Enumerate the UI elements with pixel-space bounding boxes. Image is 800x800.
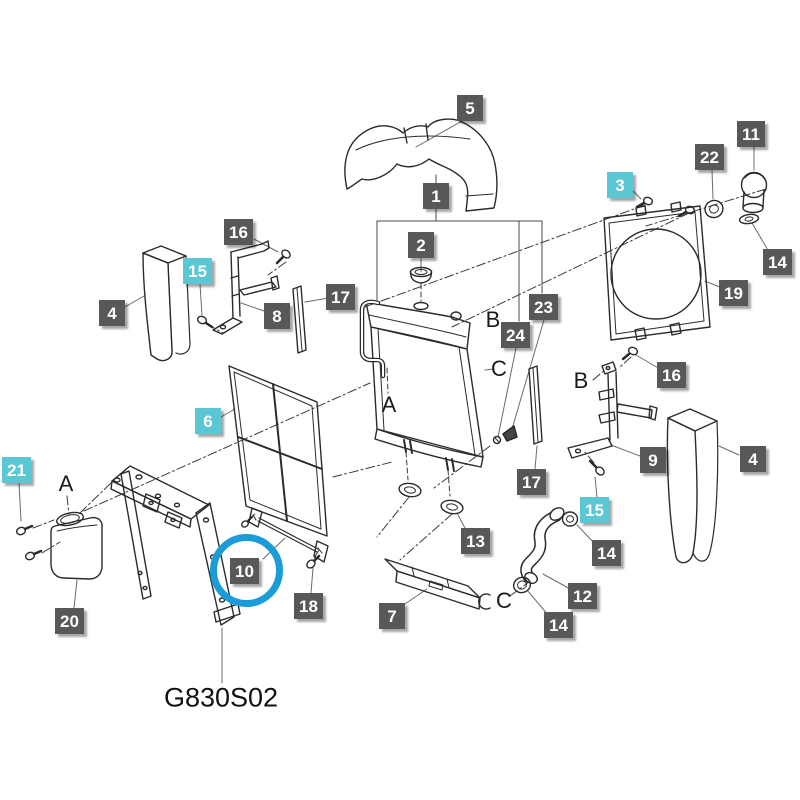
part-callout-5[interactable]: 5 [457, 95, 483, 121]
lower-support-channel-drawing [384, 558, 481, 610]
fasteners-drawing [15, 196, 696, 569]
drawing-code: G830S02 [163, 682, 279, 713]
mount-grommets-drawing [398, 482, 464, 515]
foam-pad-right-drawing [666, 408, 719, 564]
part-callout-7[interactable]: 7 [379, 603, 405, 629]
radiator-drawing [359, 299, 484, 472]
leader-lines [18, 120, 770, 684]
upper-bracket-right-drawing [567, 361, 658, 459]
part-callout-3-highlighted[interactable]: 3 [607, 172, 633, 198]
ref-letter-c-hose: C [496, 588, 512, 613]
part-callout-1[interactable]: 1 [423, 183, 449, 209]
part-callout-14c[interactable]: 14 [544, 612, 573, 638]
part-callout-15a-highlighted[interactable]: 15 [183, 258, 212, 284]
hose-grommet-14b [561, 511, 579, 527]
overflow-bottle-drawing [50, 511, 103, 580]
part-callout-16a[interactable]: 16 [224, 219, 253, 245]
ref-letter-a-bottle: A [58, 471, 74, 496]
part-callout-17a[interactable]: 17 [326, 284, 355, 310]
grommet-22 [704, 199, 724, 219]
part-callout-15b-highlighted[interactable]: 15 [580, 497, 609, 523]
selection-ring [210, 534, 283, 607]
alignment-axes [32, 188, 767, 597]
upper-bracket-left-drawing [212, 240, 280, 335]
foam-pad-left-drawing [142, 245, 191, 362]
hose-clamp-14c [512, 576, 532, 594]
side-seal-strip-right-drawing [528, 365, 543, 445]
dashed-lines [386, 283, 451, 497]
part-callout-19[interactable]: 19 [719, 280, 748, 306]
part-callout-17b[interactable]: 17 [517, 469, 546, 495]
part-callout-12[interactable]: 12 [568, 583, 597, 609]
ref-letter-b-bracket: B [573, 368, 589, 393]
screen-grille-drawing [228, 365, 328, 537]
ref-letter-b-radiator: B [485, 307, 501, 332]
flange-seal-14a [738, 213, 760, 225]
side-seal-strip-left-drawing [292, 285, 307, 354]
part-callout-23[interactable]: 23 [529, 294, 558, 320]
ref-letter-c-radiator: C [491, 356, 507, 381]
part-callout-14a[interactable]: 14 [763, 249, 792, 275]
part-callout-11[interactable]: 11 [737, 121, 765, 147]
part-callout-16b[interactable]: 16 [657, 362, 686, 388]
part-callout-4a[interactable]: 4 [99, 300, 125, 326]
part-callout-14b[interactable]: 14 [592, 540, 621, 566]
outlet-elbow-drawing [704, 171, 768, 225]
part-callout-9[interactable]: 9 [640, 447, 666, 473]
part-callout-2[interactable]: 2 [408, 232, 434, 258]
support-stand-drawing [110, 465, 241, 626]
part-callout-20[interactable]: 20 [55, 608, 84, 634]
assembly-group-lines [376, 174, 543, 322]
part-callout-13[interactable]: 13 [461, 528, 490, 554]
part-callout-21-highlighted[interactable]: 21 [2, 457, 31, 483]
ref-letter-a-radiator: A [381, 392, 397, 417]
fan-shroud-drawing [603, 201, 711, 341]
c-clip-drawing [478, 593, 491, 610]
radiator-cap-drawing [409, 266, 433, 284]
part-callout-6-highlighted[interactable]: 6 [195, 408, 221, 434]
part-callout-22[interactable]: 22 [695, 144, 724, 170]
air-duct-drawing [344, 118, 498, 212]
part-callout-4b[interactable]: 4 [740, 446, 766, 472]
part-callout-8[interactable]: 8 [264, 303, 290, 329]
part-callout-18[interactable]: 18 [294, 593, 323, 619]
part-callout-24[interactable]: 24 [501, 322, 530, 348]
lower-hose-drawing [478, 507, 579, 610]
support-rod-drawing [248, 507, 329, 563]
